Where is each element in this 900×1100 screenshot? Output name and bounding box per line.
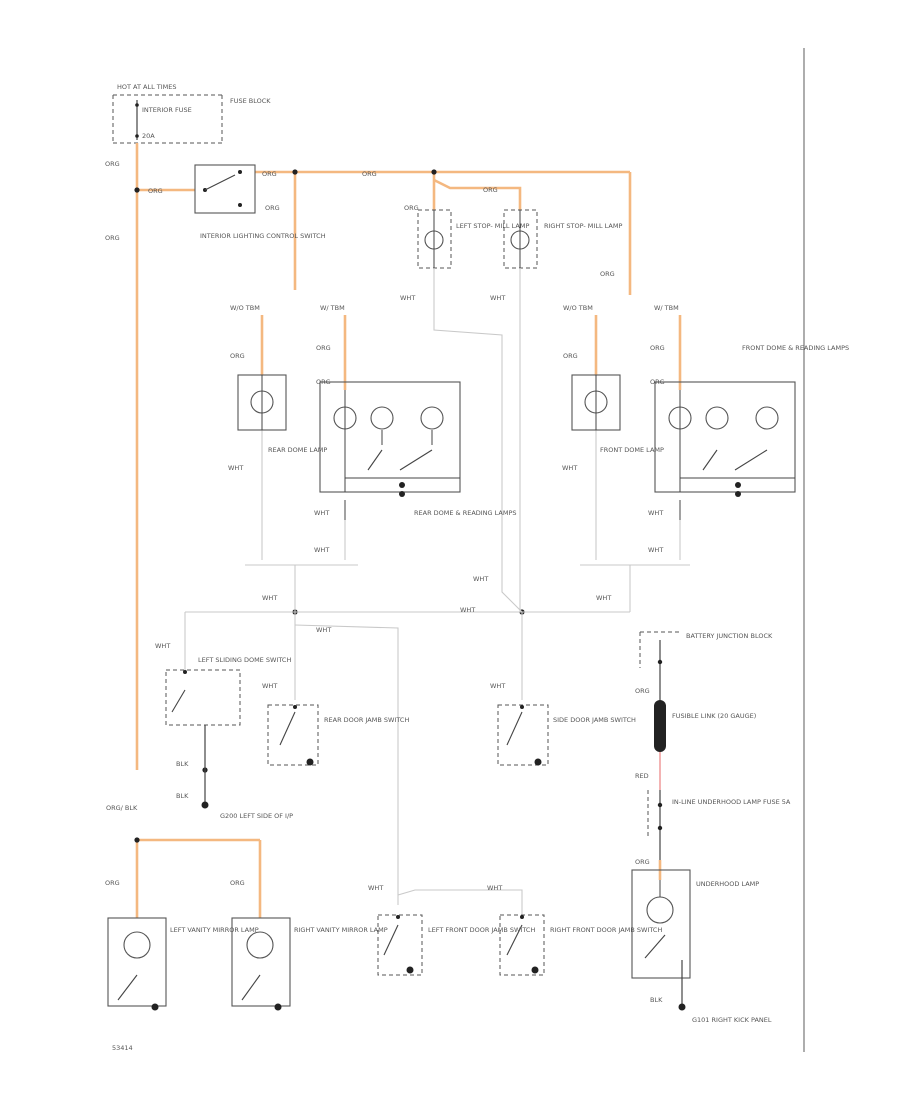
right-front-door-jamb-switch [499,914,545,976]
label-org-7: ORG [483,186,498,194]
side-door-jamb-switch [497,704,549,766]
left-sliding-dome-switch [165,669,241,809]
label-right-vanity-mirror-lamp: RIGHT VANITY MIRROR LAMP [294,926,388,934]
label-org-6: ORG [362,170,377,178]
label-wht-14: WHT [155,642,170,650]
label-org-15: ORG [650,378,665,386]
org-wires [135,143,682,918]
label-wht-8: WHT [648,546,663,554]
junction-nodes [134,169,525,843]
label-wht-1: WHT [400,294,415,302]
label-wht-15: WHT [262,682,277,690]
label-org-18: ORG [230,879,245,887]
label-wht-11: WHT [460,606,475,614]
label-g101: G101 RIGHT KICK PANEL [692,1016,772,1024]
interior-lighting-control-switch [194,164,256,214]
underhood-lamp [631,869,691,1011]
label-figure-code: 53414 [112,1044,133,1052]
label-rear-door-jamb-switch: REAR DOOR JAMB SWITCH [324,716,409,724]
left-front-door-jamb-switch [377,914,423,976]
label-w-o-tbm-left: W/O TBM [230,304,260,312]
label-org-2: ORG [148,187,163,195]
label-blk-1: BLK [176,760,189,768]
label-org-5: ORG [265,204,280,212]
left-stop-mill-lamp [417,209,452,269]
label-fuse-block: FUSE BLOCK [230,97,271,105]
rear-door-jamb-switch [267,704,319,766]
label-wht-3: WHT [228,464,243,472]
label-org-8: ORG [404,204,419,212]
label-org-14: ORG [650,344,665,352]
labels: HOT AT ALL TIMES FUSE BLOCK INTERIOR FUS… [105,83,849,1052]
label-blk-2: BLK [176,792,189,800]
label-interior-fuse: INTERIOR FUSE [142,106,192,114]
label-org-blk: ORG/ BLK [106,804,138,812]
label-red: RED [635,772,649,780]
rear-dome-reading-lamps [319,381,461,520]
label-underhood-lamp: UNDERHOOD LAMP [696,880,759,888]
label-left-front-door-jamb-switch: LEFT FRONT DOOR JAMB SWITCH [428,926,535,934]
label-front-dome-lamp: FRONT DOME LAMP [600,446,664,454]
label-hot-at-all-times: HOT AT ALL TIMES [117,83,177,91]
label-left-vanity-mirror-lamp: LEFT VANITY MIRROR LAMP [170,926,259,934]
label-wht-18: WHT [487,884,502,892]
label-rear-dome-reading-lamps: REAR DOME & READING LAMPS [414,509,517,517]
label-left-stop-mill-lamp: LEFT STOP- MILL LAMP [456,222,529,230]
label-w-tbm-left: W/ TBM [320,304,345,312]
label-battery-junction-block: BATTERY JUNCTION BLOCK [686,632,773,640]
label-interior-lighting-control-switch: INTERIOR LIGHTING CONTROL SWITCH [200,232,326,240]
label-rear-dome-lamp: REAR DOME LAMP [268,446,327,454]
wht-wires [184,268,690,915]
label-w-o-tbm-right: W/O TBM [563,304,593,312]
label-wht-2: WHT [490,294,505,302]
label-wht-4: WHT [562,464,577,472]
label-side-door-jamb-switch: SIDE DOOR JAMB SWITCH [553,716,636,724]
left-vanity-mirror-lamp [107,917,167,1011]
label-wht-6: WHT [314,546,329,554]
battery-fuse-chain [639,631,680,860]
label-org-10: ORG [230,352,245,360]
front-dome-reading-lamps [654,381,796,520]
label-wht-17: WHT [368,884,383,892]
label-org-4: ORG [262,170,277,178]
right-vanity-mirror-lamp [231,917,291,1011]
label-wht-5: WHT [314,509,329,517]
label-front-dome-reading-lamps: FRONT DOME & READING LAMPS [742,344,849,352]
label-wht-16: WHT [490,682,505,690]
label-wht-12: WHT [596,594,611,602]
label-right-front-door-jamb-switch: RIGHT FRONT DOOR JAMB SWITCH [550,926,662,934]
label-right-stop-mill-lamp: RIGHT STOP- MILL LAMP [544,222,622,230]
label-left-sliding-dome-switch: LEFT SLIDING DOME SWITCH [198,656,291,664]
fuse-block [112,94,223,144]
front-dome-lamp [571,374,621,431]
label-fusible-link: FUSIBLE LINK (20 GAUGE) [672,712,756,720]
label-blk-3: BLK [650,996,663,1004]
label-org-12: ORG [316,378,331,386]
right-stop-mill-lamp [503,209,538,269]
label-org-17: ORG [105,879,120,887]
label-org-19: ORG [635,858,650,866]
label-wht-13: WHT [316,626,331,634]
label-wht-7: WHT [648,509,663,517]
label-wht-9: WHT [473,575,488,583]
label-in-line-underhood-lamp-fuse: IN-LINE UNDERHOOD LAMP FUSE 5A [672,798,791,806]
label-org-13: ORG [563,352,578,360]
label-org-1: ORG [105,160,120,168]
label-org-9: ORG [600,270,615,278]
label-w-tbm-right: W/ TBM [654,304,679,312]
label-g200: G200 LEFT SIDE OF I/P [220,812,293,820]
label-fuse-amp: 20A [142,132,155,140]
label-wht-10: WHT [262,594,277,602]
rear-dome-lamp [237,374,287,431]
label-org-11: ORG [316,344,331,352]
label-org-16: ORG [635,687,650,695]
fusible-link-icon [654,700,666,752]
label-org-3: ORG [105,234,120,242]
